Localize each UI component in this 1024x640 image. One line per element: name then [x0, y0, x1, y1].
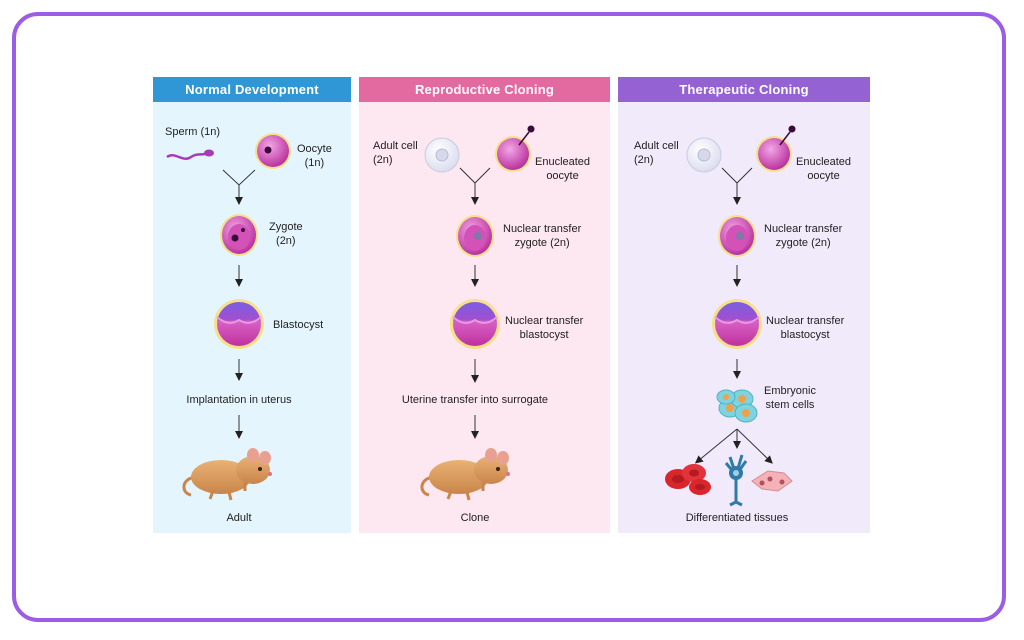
- blastocyst-icon: [214, 299, 264, 349]
- label-enucleated-oocyte: Enucleated oocyte: [796, 156, 852, 182]
- label-enucleated-oocyte: Enucleated oocyte: [535, 156, 591, 182]
- adult-cell-icon: [424, 137, 460, 173]
- label-oocyte: Oocyte (1n): [297, 143, 332, 169]
- mouse-icon: [182, 448, 272, 501]
- label-sperm: Sperm (1n): [165, 126, 221, 138]
- adult-cell-icon: [686, 137, 722, 173]
- sperm-icon: [166, 149, 214, 160]
- label-zygote: Zygote (2n): [269, 221, 303, 247]
- zygote-icon: [220, 214, 258, 256]
- header-normal-development: Normal Development: [153, 77, 351, 102]
- zygote-icon: [718, 215, 756, 257]
- normal-development-art: [166, 133, 291, 501]
- column-reproductive-cloning: Reproductive Cloning: [359, 77, 610, 533]
- blastocyst-icon: [712, 299, 762, 349]
- label-result-clone: Clone: [460, 512, 490, 524]
- header-reproductive-cloning: Reproductive Cloning: [359, 77, 610, 102]
- label-nt-blastocyst: Nuclear transfer blastocyst: [505, 315, 584, 341]
- label-nt-zygote: Nuclear transfer zygote (2n): [764, 223, 843, 249]
- label-result-differentiated: Differentiated tissues: [685, 512, 789, 524]
- stem-cells-icon: [716, 389, 758, 423]
- label-result-adult: Adult: [226, 512, 252, 524]
- blastocyst-icon: [450, 299, 500, 349]
- label-step-implantation: Implantation in uterus: [186, 394, 292, 406]
- label-adult-cell: Adult cell (2n): [373, 140, 418, 166]
- column-normal-development: Normal Development: [153, 77, 351, 533]
- label-step-uterine-transfer: Uterine transfer into surrogate: [401, 394, 549, 406]
- label-embryonic-stem-cells: Embryonic stem cells: [764, 385, 816, 411]
- zygote-icon: [456, 215, 494, 257]
- mouse-icon: [420, 448, 510, 501]
- label-nt-zygote: Nuclear transfer zygote (2n): [503, 223, 582, 249]
- oocyte-icon: [255, 133, 291, 169]
- red-blood-cells-icon: [665, 464, 711, 495]
- muscle-cells-icon: [751, 470, 793, 492]
- reproductive-cloning-art: [420, 125, 535, 501]
- label-blastocyst: Blastocyst: [273, 319, 324, 331]
- oocyte-icon: [495, 125, 535, 172]
- neuron-icon: [724, 454, 748, 507]
- column-therapeutic-cloning: Therapeutic Cloning: [618, 77, 870, 533]
- header-therapeutic-cloning: Therapeutic Cloning: [618, 77, 870, 102]
- label-adult-cell: Adult cell (2n): [634, 140, 679, 166]
- therapeutic-cloning-art: [665, 125, 796, 507]
- label-nt-blastocyst: Nuclear transfer blastocyst: [766, 315, 845, 341]
- oocyte-icon: [756, 125, 796, 172]
